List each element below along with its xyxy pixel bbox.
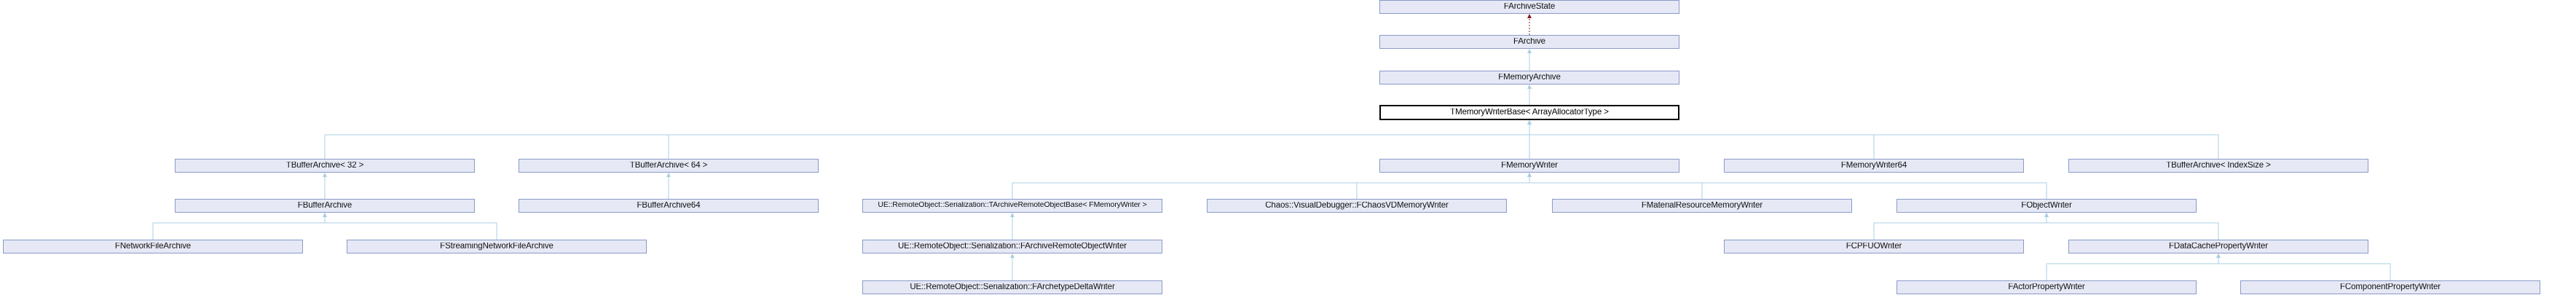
class-node-label: FMemoryArchive	[1498, 73, 1561, 82]
edge-FMemoryWriter-to-TMemoryWriterBase	[1527, 120, 1532, 159]
class-node-FArchetypeDeltaWriter[interactable]: UE::RemoteObject::Serialization::FArchet…	[862, 280, 1162, 294]
edge-FObjectWriter-to-FMemoryWriter	[1527, 173, 2047, 199]
edge-FArchive-to-FArchiveState	[1527, 14, 1532, 35]
class-node-label: FBufferArchive	[297, 201, 352, 210]
edge-TBufferArchive32-to-TMemoryWriterBase	[324, 120, 1532, 159]
edge-TBufferArchive64-to-TMemoryWriterBase	[668, 120, 1532, 159]
class-node-FArchiveRemoteObjectWriter[interactable]: UE::RemoteObject::Serialization::FArchiv…	[862, 240, 1162, 253]
class-node-FBufferArchive64[interactable]: FBufferArchive64	[519, 199, 819, 213]
class-node-FComponentPropertyWriter[interactable]: FComponentPropertyWriter	[2240, 280, 2540, 294]
class-node-TBufferArchive64[interactable]: TBufferArchive< 64 >	[519, 159, 819, 173]
class-node-FCPFUOWriter[interactable]: FCPFUOWriter	[1724, 240, 2024, 253]
class-node-FNetworkFileArchive[interactable]: FNetworkFileArchive	[3, 240, 303, 253]
class-node-FMemoryWriter[interactable]: FMemoryWriter	[1379, 159, 1679, 173]
edge-TArchiveRemoteObjectBase-to-FMemoryWriter	[1012, 173, 1532, 199]
class-node-label: FObjectWriter	[2021, 201, 2072, 210]
class-node-FObjectWriter[interactable]: FObjectWriter	[1896, 199, 2197, 213]
edge-FMaterialResourceMemoryWriter-to-FMemoryWriter	[1527, 173, 1703, 199]
class-node-label: FCPFUOWriter	[1846, 242, 1902, 251]
class-node-FMemoryWriter64[interactable]: FMemoryWriter64	[1724, 159, 2024, 173]
class-node-label: FDataCachePropertyWriter	[2168, 242, 2269, 251]
class-node-label: FArchiveState	[1503, 2, 1556, 11]
class-node-FMaterialResourceMemoryWriter[interactable]: FMaterialResourceMemoryWriter	[1552, 199, 1852, 213]
class-node-label: TBufferArchive< 32 >	[285, 161, 364, 170]
edge-FNetworkFileArchive-to-FBufferArchive	[152, 213, 327, 240]
edge-FMemoryWriter64-to-TMemoryWriterBase	[1527, 120, 1875, 159]
class-node-label: FStreamingNetworkFileArchive	[440, 242, 554, 251]
class-node-FArchive[interactable]: FArchive	[1379, 35, 1679, 49]
class-node-TMemoryWriterBase[interactable]: TMemoryWriterBase< ArrayAllocatorType >	[1379, 105, 1679, 120]
edge-FBufferArchive64-to-TBufferArchive64	[666, 173, 671, 199]
class-node-FArchiveState[interactable]: FArchiveState	[1379, 0, 1679, 14]
class-node-label: FActorPropertyWriter	[2008, 283, 2085, 291]
class-node-label: FArchive	[1513, 37, 1545, 46]
edge-FMemoryArchive-to-FArchive	[1527, 49, 1532, 71]
edge-FArchiveRemoteObjectWriter-to-TArchiveRemoteObjectBase	[1010, 213, 1015, 240]
class-node-FStreamingNetworkFileArchive[interactable]: FStreamingNetworkFileArchive	[347, 240, 647, 253]
class-node-FMemoryArchive[interactable]: FMemoryArchive	[1379, 71, 1679, 84]
class-node-TBufferArchive32[interactable]: TBufferArchive< 32 >	[175, 159, 475, 173]
class-node-TArchiveRemoteObjectBase[interactable]: UE::RemoteObject::Serialization::TArchiv…	[862, 199, 1162, 213]
class-node-label: TBufferArchive< IndexSize >	[2166, 161, 2271, 170]
edge-FCPFUOWriter-to-FObjectWriter	[1873, 213, 2049, 240]
edge-FDataCachePropertyWriter-to-FObjectWriter	[2044, 213, 2219, 240]
edge-FArchetypeDeltaWriter-to-FArchiveRemoteObjectWriter	[1010, 253, 1015, 280]
class-node-label: UE::RemoteObject::Serialization::FArchet…	[910, 283, 1115, 291]
edge-FBufferArchive-to-TBufferArchive32	[323, 173, 327, 199]
class-node-label: FMaterialResourceMemoryWriter	[1641, 201, 1763, 210]
class-node-label: TBufferArchive< 64 >	[629, 161, 708, 170]
class-node-label: Chaos::VisualDebugger::FChaosVDMemoryWri…	[1265, 201, 1449, 210]
class-node-label: FBufferArchive64	[637, 201, 701, 210]
class-node-label: FComponentPropertyWriter	[2340, 283, 2441, 291]
edge-FChaosVDMemoryWriter-to-FMemoryWriter	[1356, 173, 1532, 199]
class-node-FChaosVDMemoryWriter[interactable]: Chaos::VisualDebugger::FChaosVDMemoryWri…	[1207, 199, 1507, 213]
class-node-TBufferArchiveIndexSize[interactable]: TBufferArchive< IndexSize >	[2068, 159, 2368, 173]
class-node-FActorPropertyWriter[interactable]: FActorPropertyWriter	[1896, 280, 2197, 294]
edge-TBufferArchiveIndexSize-to-TMemoryWriterBase	[1527, 120, 2219, 159]
class-node-FBufferArchive[interactable]: FBufferArchive	[175, 199, 475, 213]
class-node-label: UE::RemoteObject::Serialization::TArchiv…	[878, 202, 1147, 210]
edge-FActorPropertyWriter-to-FDataCachePropertyWriter	[2046, 253, 2221, 280]
edge-FComponentPropertyWriter-to-FDataCachePropertyWriter	[2216, 253, 2391, 280]
class-node-label: FMemoryWriter	[1501, 161, 1558, 170]
class-node-label: TMemoryWriterBase< ArrayAllocatorType >	[1450, 108, 1609, 117]
class-node-label: FMemoryWriter64	[1840, 161, 1907, 170]
class-node-FDataCachePropertyWriter[interactable]: FDataCachePropertyWriter	[2068, 240, 2368, 253]
class-node-label: UE::RemoteObject::Serialization::FArchiv…	[897, 242, 1127, 251]
class-node-label: FNetworkFileArchive	[114, 242, 192, 251]
edge-TMemoryWriterBase-to-FMemoryArchive	[1527, 84, 1532, 105]
edge-FStreamingNetworkFileArchive-to-FBufferArchive	[323, 213, 497, 240]
